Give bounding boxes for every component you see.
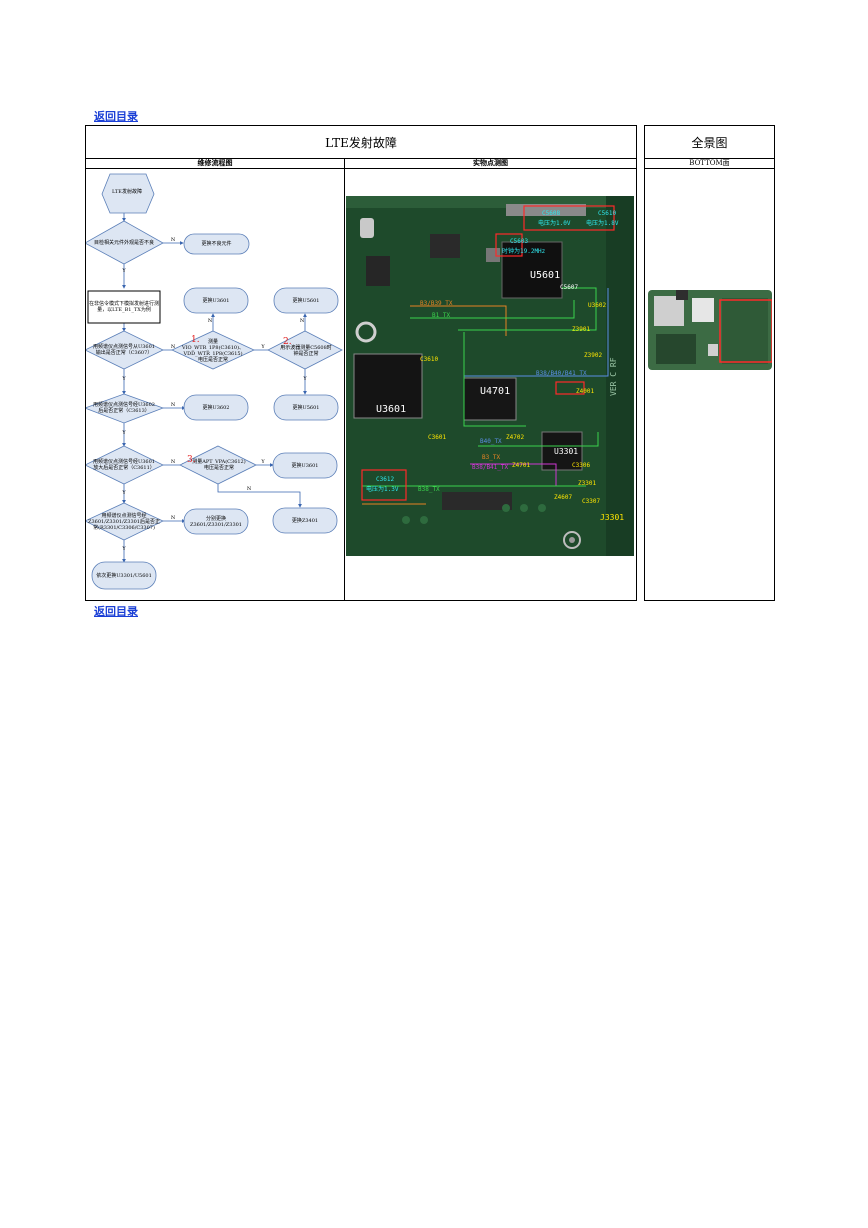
part-c3306: C3306 (572, 462, 591, 469)
voltage-1v0: 电压为1.0V (538, 220, 571, 227)
label-yes-8: Y (122, 546, 126, 552)
node-step-pa: 用频谱仪点测信号经U3601放大后是否正常（C3611） (93, 459, 155, 471)
label-no-7: N (246, 486, 252, 492)
chip-u3601: U3601 (376, 404, 407, 415)
column-divider (344, 158, 345, 600)
flowchart-shapes (86, 173, 343, 590)
step-number-3: 3. (187, 455, 196, 465)
chip-u4701: U4701 (480, 386, 511, 397)
main-title: LTE发射故障 (86, 126, 636, 159)
voltage-1v3: 电压为1.3V (366, 486, 399, 493)
back-link-bottom[interactable]: 返回目录 (94, 605, 138, 618)
label-yes-5: Y (122, 430, 126, 436)
part-z3901: Z3901 (572, 326, 591, 333)
node-replace-u3601b: 更换U3601 (291, 462, 319, 469)
node-replace-bad: 更换不良元件 (201, 241, 232, 247)
node-final: 依次更换U3301/U5601 (96, 572, 152, 579)
clock-19m2: 时钟为19.2MHz (502, 248, 546, 255)
label-no-3: N (207, 318, 213, 324)
col-flow-header: 维修流程图 (86, 158, 345, 169)
signal-b1: B1_TX (432, 312, 451, 319)
col-photo-header: 实物点测图 (345, 158, 636, 169)
label-no-8: N (170, 515, 176, 521)
node-step2: 用示波器测量C5608时钟是否正常 (280, 345, 332, 357)
part-j3301: J3301 (600, 513, 625, 522)
label-yes-2: Y (261, 344, 265, 350)
node-test-mode: 在非信令模式下模拟发射进行测量，以LTE_B1_TX为例 (89, 301, 160, 313)
signal-b38-b41: B38/B41_TX (472, 464, 509, 471)
part-c3601: C3601 (428, 434, 447, 441)
voltage-1v8: 电压为1.8V (586, 220, 619, 227)
board-overview-artwork (648, 290, 772, 370)
part-c5608: C5608 (542, 210, 561, 217)
part-z4702: Z4702 (506, 434, 525, 441)
node-replace-split: 分别更换Z3601/Z3301/Z3301 (190, 515, 242, 528)
part-z3301: Z3301 (578, 480, 597, 487)
label-no-5: N (170, 402, 176, 408)
signal-b40: B40_TX (480, 438, 502, 445)
part-c3307: C3307 (582, 498, 601, 505)
node-start: LTE发射故障 (112, 189, 142, 195)
pcb-board-artwork (346, 196, 634, 556)
label-yes-7: Y (122, 490, 126, 496)
node-measure-vio: 测量VIO_WTR_1P8(C3610)、VDD_WTR_1P8(C3615)电… (181, 339, 245, 363)
overview-board-photo (648, 284, 772, 372)
node-step-switch: 用频谱仪点测信号经Z3601/Z3301/Z3301后是否正常(R3301/C3… (88, 513, 160, 531)
label-no-4: N (299, 318, 305, 324)
signal-b38: B38_TX (418, 486, 440, 493)
label-yes-1: Y (122, 268, 126, 274)
node-replace-u5601b: 更换U5601 (292, 404, 320, 411)
node-replace-u5601a: 更换U5601 (292, 297, 320, 304)
part-c5603: C5603 (510, 238, 529, 245)
node-replace-z3401: 更换Z3401 (291, 517, 319, 524)
signal-b38-b40-b41: B38/B40/B41_TX (536, 370, 587, 377)
label-yes-6: Y (261, 459, 265, 465)
label-yes-4: Y (303, 376, 307, 382)
label-no-2: N (170, 344, 176, 350)
overview-title: 全景图 (645, 126, 774, 159)
label-no-6: N (170, 459, 176, 465)
step-number-2: 2. (283, 337, 292, 347)
label-yes-3: Y (122, 376, 126, 382)
node-step-z3602: 用频谱仪点测信号经U3602后是否正常（C3613） (93, 402, 155, 414)
overview-subheader: BOTTOM面 (645, 158, 774, 169)
silk-ver-c-rf: VER C RF (609, 357, 618, 396)
chip-u3301: U3301 (554, 447, 579, 456)
node-measure-apt: 测量APT_VPA(C3612)电压是否正常 (192, 459, 246, 471)
main-table: LTE发射故障 维修流程图 实物点测图 (85, 125, 637, 601)
part-z4701: Z4701 (512, 462, 531, 469)
part-z4001: Z4001 (576, 388, 595, 395)
part-c5607: C5607 (560, 284, 579, 291)
back-link-top[interactable]: 返回目录 (94, 110, 138, 123)
node-replace-u3601a: 更换U3601 (202, 297, 230, 304)
chip-u5601: U5601 (530, 270, 561, 281)
part-c3612: C3612 (376, 476, 395, 483)
label-no-1: N (170, 237, 176, 243)
node-replace-u3602: 更换U3602 (202, 404, 230, 411)
flowchart: LTE发射故障 目检相关元件外观是否不良 更换不良元件 在非信令模式下模拟发射进… (86, 170, 344, 599)
signal-b3-b39: B3/B39_TX (420, 300, 453, 307)
overview-table: 全景图 BOTTOM面 (644, 125, 775, 601)
signal-b3: B3_TX (482, 454, 501, 461)
node-step-u3601: 用频谱仪点测信号从U3601输出是否正常（C3607） (93, 344, 155, 356)
part-c3610: C3610 (420, 356, 439, 363)
part-c5610: C5610 (598, 210, 617, 217)
pcb-photo: U5601 U3601 U4701 U3301 B3/B39_TX B1_TX … (346, 196, 634, 556)
step-number-1: 1. (191, 335, 200, 345)
part-u3602: U3602 (588, 302, 607, 309)
part-z3902: Z3902 (584, 352, 603, 359)
part-z4607: Z4607 (554, 494, 573, 501)
node-check-visual: 目检相关元件外观是否不良 (93, 240, 154, 246)
